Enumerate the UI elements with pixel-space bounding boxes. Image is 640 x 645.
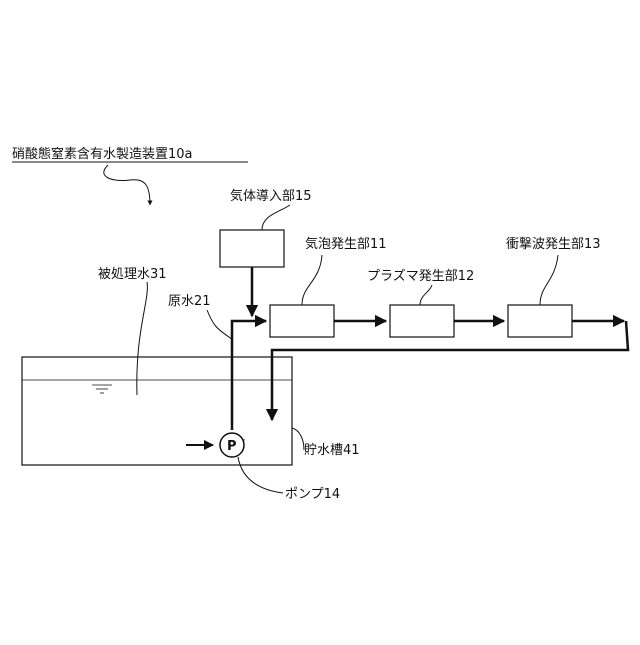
bubble-gen-label: 気泡発生部11 bbox=[305, 236, 387, 252]
storage-tank-label: 貯水槽41 bbox=[304, 443, 360, 458]
curved-arrow-icon bbox=[104, 165, 150, 205]
water-surface-icon bbox=[92, 385, 112, 393]
diagram-title: 硝酸態窒素含有水製造装置10a bbox=[12, 146, 193, 162]
shockwave-gen-leader bbox=[540, 255, 558, 305]
raw-water-label: 原水21 bbox=[168, 294, 211, 309]
treated-water-label: 被処理水31 bbox=[98, 267, 167, 282]
storage-tank-leader bbox=[292, 428, 304, 450]
gas-intro-box bbox=[220, 230, 284, 267]
bubble-gen-box bbox=[270, 305, 334, 337]
raw-water-pipe bbox=[232, 321, 266, 430]
raw-water-leader bbox=[207, 310, 233, 340]
shockwave-gen-label: 衝撃波発生部13 bbox=[506, 236, 601, 252]
pump-label: ポンプ14 bbox=[285, 487, 340, 502]
plasma-gen-box bbox=[390, 305, 454, 337]
bubble-gen-leader bbox=[302, 255, 322, 305]
gas-intro-leader bbox=[262, 205, 290, 230]
treated-water-leader bbox=[137, 282, 148, 395]
shockwave-gen-box bbox=[508, 305, 572, 337]
pump-letter: P bbox=[227, 439, 237, 454]
plasma-gen-label: プラズマ発生部12 bbox=[367, 268, 474, 284]
plasma-gen-leader bbox=[420, 285, 432, 305]
gas-intro-label: 気体導入部15 bbox=[230, 188, 312, 204]
pump-leader bbox=[238, 457, 283, 493]
storage-tank bbox=[22, 357, 292, 465]
